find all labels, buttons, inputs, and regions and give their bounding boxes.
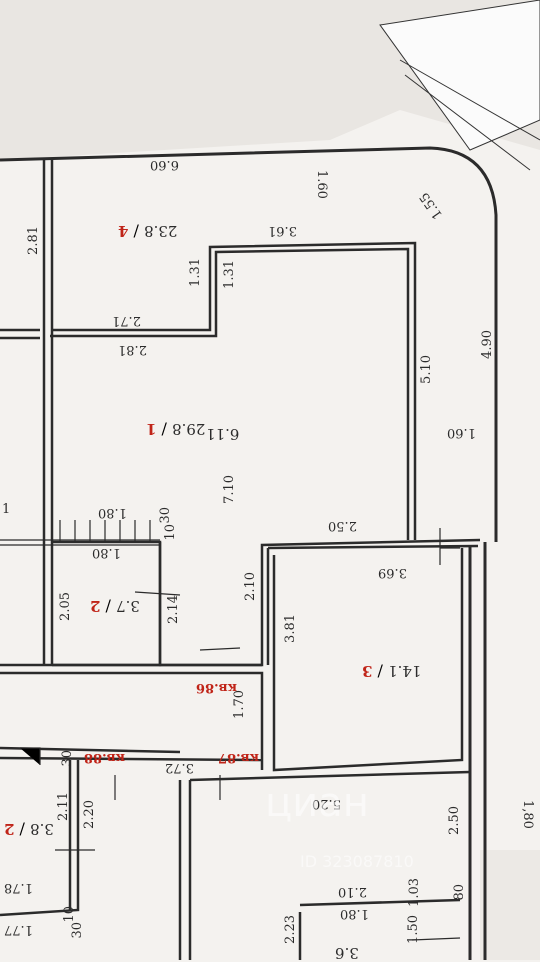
dim-label: 1.80: [92, 545, 121, 560]
apartment-label: кв.88: [84, 750, 126, 765]
dim-label: 2.20: [82, 800, 97, 829]
watermark-brand: циан: [265, 780, 369, 826]
outer-walls: [0, 146, 498, 960]
room-label: 29.8 / 1: [146, 420, 206, 439]
dim-label: 2.10: [243, 572, 258, 601]
dim-label: 1,80: [520, 800, 535, 829]
dim-label: 1.03: [407, 878, 422, 907]
dim-label: 1.31: [222, 260, 237, 289]
dim-label: 2.81: [118, 342, 147, 357]
room-number: 2: [4, 820, 15, 838]
dim-label: 6.11: [206, 425, 240, 443]
watermark-logo: циан: [265, 780, 369, 826]
dim-label: 1.50: [406, 915, 421, 944]
sheet-lines: [399, 59, 540, 171]
dim-label: 3.72: [165, 760, 194, 775]
watermark-id: ID 323087810: [300, 852, 414, 871]
dim-label: 5.10: [419, 355, 434, 384]
dim-label: 1.80: [98, 505, 127, 520]
room-number: 4: [118, 222, 129, 240]
dim-label: 2.14: [166, 595, 181, 624]
dim-label: 2.10: [338, 884, 367, 899]
room-area: 3.7: [116, 597, 140, 615]
room-number: 3: [362, 662, 373, 680]
dim-label: 2.81: [26, 226, 41, 255]
dim-label: 2.23: [283, 915, 298, 944]
room-area: 29.8: [172, 420, 206, 438]
dim-label: 3.61: [268, 223, 297, 238]
folded-sheet-corner: [379, 0, 540, 151]
dim-label: 6.60: [150, 157, 179, 172]
dim-label: 2.50: [328, 518, 357, 533]
dim-label: 4.90: [480, 330, 495, 359]
dim-label: 1.60: [314, 170, 329, 199]
apartment-label: кв.86: [196, 680, 238, 695]
room-number: 2: [90, 597, 101, 615]
detail-marks: [0, 520, 461, 941]
dim-label: 30: [70, 922, 85, 939]
room-label: 3.8 / 2: [4, 820, 54, 839]
dim-label: 2.11: [56, 792, 71, 821]
dim-label: 2.71: [112, 313, 141, 328]
room-label: 3.7 / 2: [90, 597, 140, 616]
dim-label: 7.10: [222, 475, 237, 504]
dim-label: 3.69: [378, 565, 407, 580]
dim-label: 3.81: [283, 614, 298, 643]
room-label: 23.8 / 4: [118, 222, 178, 241]
dim-label: 2.50: [447, 806, 462, 835]
room-number: 1: [146, 420, 157, 438]
room-area: 23.8: [144, 222, 178, 240]
room-area: 3.6: [335, 944, 359, 962]
dim-label: 30: [158, 507, 173, 524]
right-table-strip: [480, 850, 540, 960]
dim-label: 1: [2, 502, 11, 517]
dim-label: 1.78: [4, 880, 33, 895]
apartment-label: кв.87: [218, 750, 260, 765]
dim-label: 80: [452, 884, 467, 901]
dim-label: 1.80: [340, 906, 369, 921]
interior-walls: [0, 160, 481, 960]
dim-label: 10: [163, 524, 178, 541]
dim-label: 30: [60, 750, 75, 767]
dim-label: 10: [62, 906, 77, 923]
dim-label: 1.31: [188, 258, 203, 287]
room-label: 14.1 / 3: [362, 662, 422, 681]
dim-label: 2.05: [58, 592, 73, 621]
room-area: 14.1: [388, 662, 422, 680]
dim-label: 1.60: [447, 425, 476, 440]
dim-label: 1.77: [4, 922, 33, 937]
room-area: 3.8: [30, 820, 54, 838]
